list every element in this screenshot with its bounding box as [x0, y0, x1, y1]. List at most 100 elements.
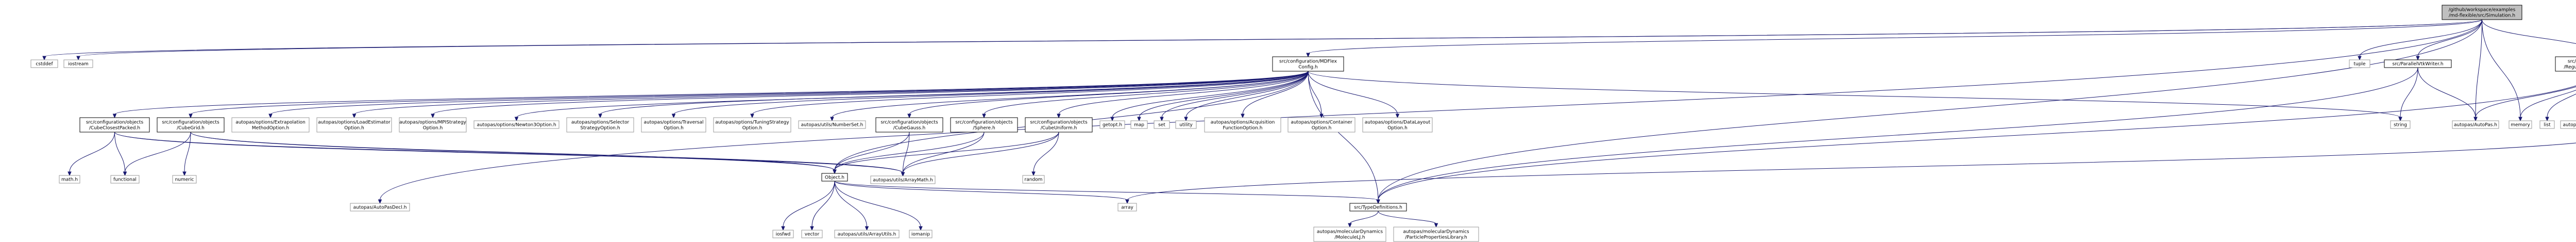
node-box	[172, 175, 197, 184]
edge-line	[1308, 71, 1398, 115]
edge-line	[811, 181, 835, 228]
edge-line	[2359, 19, 2482, 57]
node-memory: memory	[2509, 120, 2532, 129]
edge-cubeuniform-to-object	[833, 132, 1059, 174]
node-box	[1204, 117, 1281, 133]
edge-line	[69, 132, 115, 173]
edge-line	[1242, 71, 1309, 115]
node-box	[30, 59, 58, 68]
edge-line	[2482, 19, 2521, 118]
node-particlepropslib: autopas/molecularDynamics/ParticleProper…	[1393, 227, 1479, 242]
node-box	[2442, 5, 2522, 20]
arrowhead-icon	[1137, 117, 1141, 122]
edge-line	[114, 132, 903, 173]
edge-line	[1139, 71, 1309, 118]
node-typedefs[interactable]: src/TypeDefinitions.h	[1349, 203, 1407, 212]
node-label: cstddef	[36, 62, 53, 67]
node-label: autopas/utils/ArrayUtils.h	[838, 232, 896, 237]
edge-line	[190, 132, 903, 173]
node-label: src/configuration/objects	[880, 120, 938, 125]
node-label: autopas/utils/WrapMPI.h	[2563, 123, 2576, 128]
arrowhead-icon	[268, 114, 273, 119]
edge-regulargrid-to-memory	[2518, 90, 2576, 122]
node-cubeuniform[interactable]: src/configuration/objects/CubeUniform.h	[1025, 117, 1093, 133]
node-vector: vector	[801, 230, 823, 238]
node-label: src/configuration/MDFlex	[1279, 59, 1337, 64]
edge-object-to-iomanip	[834, 181, 923, 231]
node-label: Object.h	[825, 175, 844, 181]
node-sphere[interactable]: src/configuration/objects/Sphere.h	[950, 117, 1018, 133]
node-root[interactable]: /github/workspace/examples/md-flexible/s…	[2442, 5, 2522, 20]
node-label: autopas/options/Traversal	[643, 120, 703, 125]
node-label: src/configuration/objects	[1030, 120, 1088, 125]
node-box	[316, 117, 392, 133]
edge-mdflexconfig-to-traversal	[671, 71, 1309, 119]
node-label: Option.h	[344, 126, 364, 131]
node-label: /CubeGrid.h	[177, 126, 205, 131]
edge-line	[834, 181, 921, 228]
edge-line	[1033, 132, 1059, 173]
node-label: autopas/options/Acquisition	[1211, 120, 1275, 125]
node-label: MethodOption.h	[252, 126, 289, 131]
node-label: iosfwd	[776, 232, 791, 237]
node-cubeclosedpacked[interactable]: src/configuration/objects/CubeClosestPac…	[79, 117, 150, 133]
edge-line	[1308, 71, 1322, 115]
edge-cubeclosedpacked-to-functional	[114, 132, 127, 176]
edge-cubegrid-to-functional	[123, 132, 191, 176]
node-random: random	[1022, 175, 1045, 184]
edge-cubeuniform-to-random	[1031, 132, 1059, 176]
node-label: src/TypeDefinitions.h	[1354, 205, 1402, 211]
node-object[interactable]: Object.h	[821, 173, 848, 182]
edge-regulargrid-to-list	[2545, 93, 2576, 122]
edge-line	[1378, 211, 1436, 224]
node-label: map	[1134, 123, 1144, 128]
node-label: autopas/utils/NumberSet.h	[801, 123, 863, 128]
arrowhead-icon	[2518, 117, 2522, 122]
arrowhead-icon	[1031, 171, 1036, 176]
arrowhead-icon	[2473, 117, 2478, 122]
node-regulargrid[interactable]: src/domainDecomposition/RegularGridDecom…	[2555, 56, 2576, 72]
node-arrayutils: autopas/utils/ArrayUtils.h	[834, 230, 900, 238]
node-label: random	[1025, 178, 1043, 183]
node-label: functional	[113, 178, 137, 183]
node-label: Option.h	[423, 126, 443, 131]
node-cubegauss[interactable]: src/configuration/objects/CubeGauss.h	[875, 117, 943, 133]
edge-line	[114, 71, 1309, 115]
arrowhead-icon	[833, 169, 837, 174]
node-label: /CubeGauss.h	[893, 126, 925, 131]
node-box	[801, 230, 823, 238]
node-label: autopas/options/DataLayout	[1365, 120, 1431, 125]
node-box	[1099, 120, 1125, 129]
arrowhead-icon	[1395, 114, 1400, 119]
node-box	[1025, 117, 1093, 133]
edge-mdflexconfig-to-cubeclosedpacked	[112, 71, 1309, 119]
node-box	[2390, 120, 2411, 129]
edge-line	[2520, 90, 2576, 118]
edge-line	[834, 132, 985, 171]
arrowhead-icon	[182, 171, 187, 176]
arrowhead-icon	[781, 226, 785, 231]
node-parallelvtk[interactable]: src/ParallelVtkWriter.h	[2384, 59, 2452, 68]
edge-line	[673, 71, 1309, 115]
edge-parallelvtk-to-autopasinc	[2417, 67, 2478, 122]
node-box	[772, 230, 794, 238]
node-numeric: numeric	[172, 175, 197, 184]
arrowhead-icon	[1057, 114, 1061, 119]
edge-line	[903, 132, 985, 173]
node-label: FunctionOption.h	[1223, 126, 1263, 131]
edge-line	[1112, 71, 1309, 118]
node-label: vector	[805, 232, 820, 237]
edge-mdflexconfig-to-sphere	[982, 71, 1309, 119]
node-box	[641, 117, 706, 133]
edge-mdflexconfig-to-getopt	[1110, 71, 1309, 122]
edges-layer	[42, 19, 2576, 231]
edge-regulargrid-to-typedefs	[1376, 85, 2576, 204]
edge-line	[1058, 71, 1309, 115]
node-label: autopas/molecularDynamics	[1317, 230, 1383, 235]
node-cubegrid[interactable]: src/configuration/objects/CubeGrid.h	[157, 117, 225, 133]
node-label: Option.h	[742, 126, 762, 131]
